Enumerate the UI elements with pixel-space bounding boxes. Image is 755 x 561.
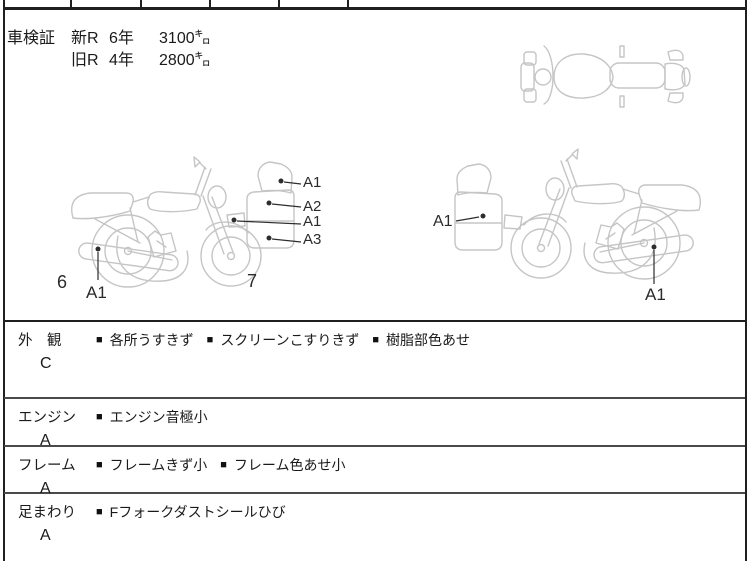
motorcycle-top-view <box>520 45 691 108</box>
condition-item: ■ スクリーンこすりきず <box>207 330 360 350</box>
condition-item: ■ エンジン音極小 <box>96 407 208 427</box>
square-bullet-icon: ■ <box>96 506 103 518</box>
table-cell-divider <box>209 0 211 8</box>
right-bike-pointers <box>455 213 657 284</box>
square-bullet-icon: ■ <box>96 411 103 423</box>
table-row-bottom-border <box>3 7 747 10</box>
condition-item: ■ 樹脂部色あせ <box>372 330 470 350</box>
condition-item: ■ フレーム色あせ小 <box>220 455 345 475</box>
condition-item-text: フレーム色あせ小 <box>233 457 346 473</box>
grade-badge: A <box>40 480 51 497</box>
section-exterior-items: ■ 各所うすきず ■ スクリーンこすりきず ■ 樹脂部色あせ <box>96 321 470 397</box>
condition-item: ■ Fフォークダストシールひび <box>96 502 286 522</box>
shaken-old-era: 旧R <box>71 52 99 69</box>
table-cell-divider <box>70 0 72 8</box>
section-exterior: 外 観 C ■ 各所うすきず ■ スクリーンこすりきず ■ 樹脂部色あせ <box>4 321 745 397</box>
label-muffler-right: A1 <box>645 285 666 304</box>
label-screen-a2: A2 <box>303 198 321 215</box>
motorcycle-side-right: A1 A1 <box>433 148 702 304</box>
condition-item-text: スクリーンこすりきず <box>220 332 360 348</box>
label-front-wheel: 7 <box>247 271 257 291</box>
table-cell-divider <box>347 0 349 8</box>
section-frame: フレーム A ■ フレームきず小 ■ フレーム色あせ小 <box>4 446 745 497</box>
outer-border-right <box>745 0 747 561</box>
square-bullet-icon: ■ <box>96 334 103 346</box>
section-divider-under-top <box>4 492 745 494</box>
shaken-label: 車検証 <box>7 30 56 47</box>
section-frame-head: フレーム A <box>4 446 96 497</box>
section-divider-frame-top <box>4 445 745 447</box>
shaken-row-new: 新R 6年 3100㌔ <box>71 28 211 50</box>
label-screen-a1: A1 <box>303 174 321 191</box>
condition-item-text: 各所うすきず <box>109 332 194 348</box>
grade-badge: C <box>40 355 52 372</box>
condition-item-text: エンジン音極小 <box>109 409 208 425</box>
section-engine-head: エンジン A <box>4 398 96 449</box>
condition-item: ■ 各所うすきず <box>96 330 194 350</box>
condition-item-text: 樹脂部色あせ <box>386 332 470 348</box>
shaken-rows: 新R 6年 3100㌔ 旧R 4年 2800㌔ <box>71 28 211 72</box>
outer-border-left <box>3 0 5 561</box>
label-rear-wheel: 6 <box>57 272 67 292</box>
section-exterior-head: 外 観 C <box>4 321 96 397</box>
table-cell-divider <box>140 0 142 8</box>
shaken-new-odometer: 3100㌔ <box>159 30 211 47</box>
grade-badge: A <box>40 432 51 449</box>
label-muffler-left: A1 <box>86 283 107 302</box>
section-name: フレーム <box>18 458 76 474</box>
shaken-old-year: 4年 <box>109 52 134 69</box>
shaken-row-old: 旧R 4年 2800㌔ <box>71 50 211 72</box>
windscreen-pannier-right <box>454 163 523 251</box>
square-bullet-icon: ■ <box>206 334 214 346</box>
grade-badge: A <box>40 527 51 544</box>
section-divider-engine-top <box>4 397 745 399</box>
square-bullet-icon: ■ <box>96 459 103 471</box>
shaken-block: 車検証 新R 6年 3100㌔ 旧R 4年 2800㌔ <box>7 28 211 72</box>
table-cell-divider <box>278 0 280 8</box>
square-bullet-icon: ■ <box>220 459 227 471</box>
motorcycle-side-left: 6 A1 7 A1 A2 A1 A3 <box>57 156 321 302</box>
section-frame-items: ■ フレームきず小 ■ フレーム色あせ小 <box>96 446 346 492</box>
left-bike-pointers <box>95 178 302 280</box>
label-box-right: A1 <box>433 213 453 230</box>
condition-item-text: Fフォークダストシールひび <box>109 504 286 520</box>
section-divider-exterior-top <box>3 319 747 322</box>
label-screen-a1-mid: A1 <box>303 213 321 230</box>
condition-item: ■ フレームきず小 <box>96 455 207 475</box>
section-name: 足まわり <box>18 505 76 521</box>
label-screen-a3: A3 <box>303 231 321 248</box>
shaken-new-era: 新R <box>71 30 99 47</box>
section-name: 外 観 <box>18 333 62 349</box>
shaken-old-odometer: 2800㌔ <box>159 52 211 69</box>
section-undercarriage-head: 足まわり A <box>4 493 96 561</box>
shaken-new-year: 6年 <box>109 30 134 47</box>
section-name: エンジン <box>18 410 76 426</box>
condition-item-text: フレームきず小 <box>109 457 208 473</box>
section-engine-items: ■ エンジン音極小 <box>96 398 208 445</box>
section-undercarriage: 足まわり A ■ Fフォークダストシールひび <box>4 493 745 561</box>
section-engine: エンジン A ■ エンジン音極小 <box>4 398 745 449</box>
square-bullet-icon: ■ <box>372 334 379 346</box>
section-undercarriage-items: ■ Fフォークダストシールひび <box>96 493 286 561</box>
